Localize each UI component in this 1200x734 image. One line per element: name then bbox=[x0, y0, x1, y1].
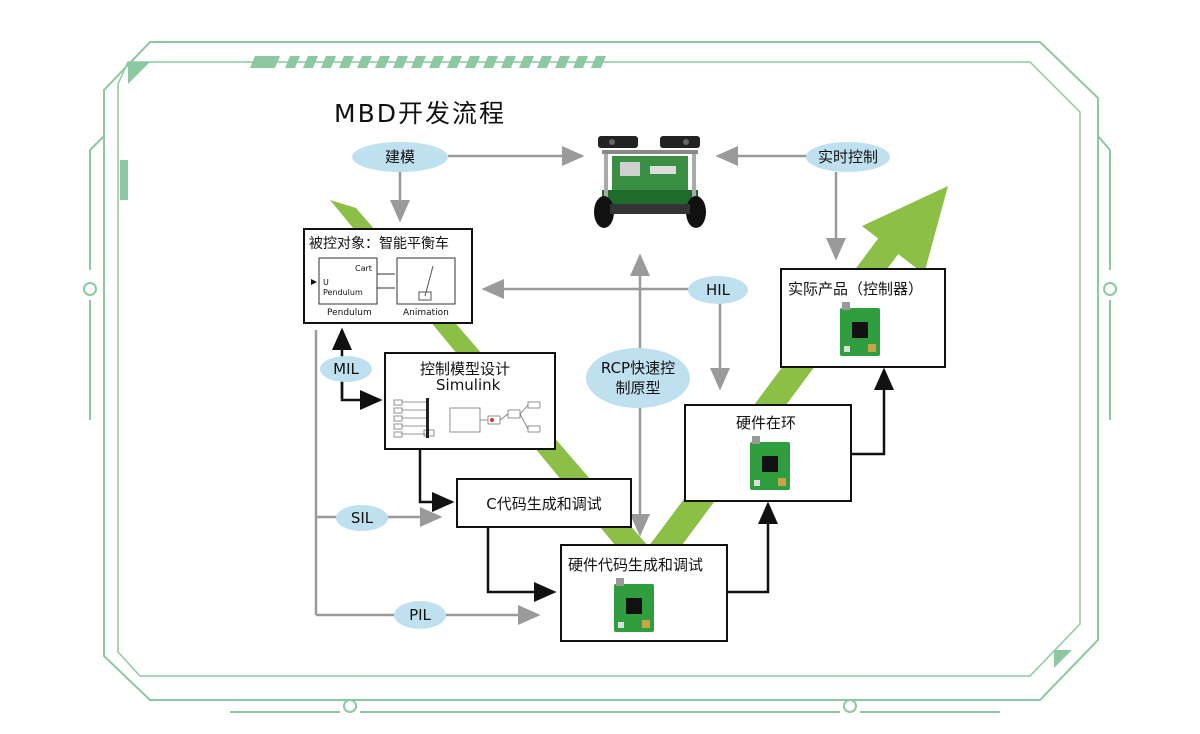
pil-ellipse: PIL bbox=[394, 601, 446, 629]
animation-caption: Animation bbox=[403, 308, 449, 318]
hw-code-label: 硬件代码生成和调试 bbox=[568, 556, 704, 574]
sil-ellipse: SIL bbox=[336, 505, 388, 531]
product-board-image bbox=[840, 302, 880, 356]
c-code-box: C代码生成和调试 bbox=[456, 478, 632, 528]
rcp-ellipse: RCP快速控 制原型 bbox=[586, 348, 690, 408]
c-code-label: C代码生成和调试 bbox=[486, 494, 602, 513]
hil-board-image bbox=[750, 436, 790, 490]
hil-ellipse: HIL bbox=[688, 276, 748, 304]
diagram-title: MBD开发流程 bbox=[334, 99, 506, 128]
plant-block-diagram bbox=[311, 257, 456, 305]
mil-ellipse: MIL bbox=[320, 356, 372, 382]
rcp-line2: 制原型 bbox=[615, 379, 661, 397]
pendulum-port-label: Pendulum bbox=[323, 288, 363, 297]
cart-port-label: Cart bbox=[355, 264, 372, 273]
control-model-box: 控制模型设计 Simulink bbox=[384, 352, 556, 450]
balance-robot-image bbox=[594, 136, 706, 228]
rcp-line1: RCP快速控 bbox=[600, 359, 676, 377]
pendulum-caption: Pendulum bbox=[327, 308, 372, 318]
v-arrow-head bbox=[862, 186, 948, 274]
product-label: 实际产品（控制器） bbox=[788, 280, 924, 298]
controller-board-image bbox=[614, 578, 654, 632]
plant-box: 被控对象：智能平衡车 Cart U Pendulum Pendulum Anim… bbox=[303, 228, 473, 324]
control-model-line2: Simulink bbox=[436, 376, 501, 394]
control-model-line1: 控制模型设计 bbox=[420, 360, 511, 378]
hil-label: 硬件在环 bbox=[736, 414, 797, 432]
plant-title: 被控对象：智能平衡车 bbox=[309, 236, 449, 252]
modeling-ellipse: 建模 bbox=[352, 142, 448, 172]
u-port-label: U bbox=[323, 278, 329, 287]
realtime-control-ellipse: 实时控制 bbox=[806, 142, 890, 172]
simulink-model-thumbnail bbox=[393, 398, 541, 438]
